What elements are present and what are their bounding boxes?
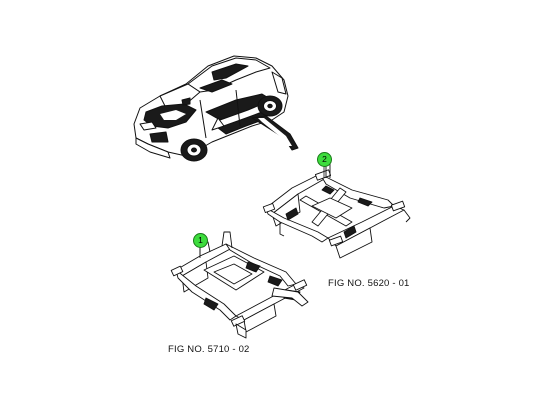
figure-label-5710[interactable]: FIG NO. 5710 - 02	[168, 344, 250, 355]
subframe-assembly-1	[170, 231, 309, 339]
figure-label-5620[interactable]: FIG NO. 5620 - 01	[328, 278, 410, 289]
vehicle-illustration	[133, 55, 299, 162]
callout-number-2: 2	[317, 152, 332, 167]
subframe-assembly-2	[262, 163, 411, 259]
callout-number-1: 1	[193, 233, 208, 248]
